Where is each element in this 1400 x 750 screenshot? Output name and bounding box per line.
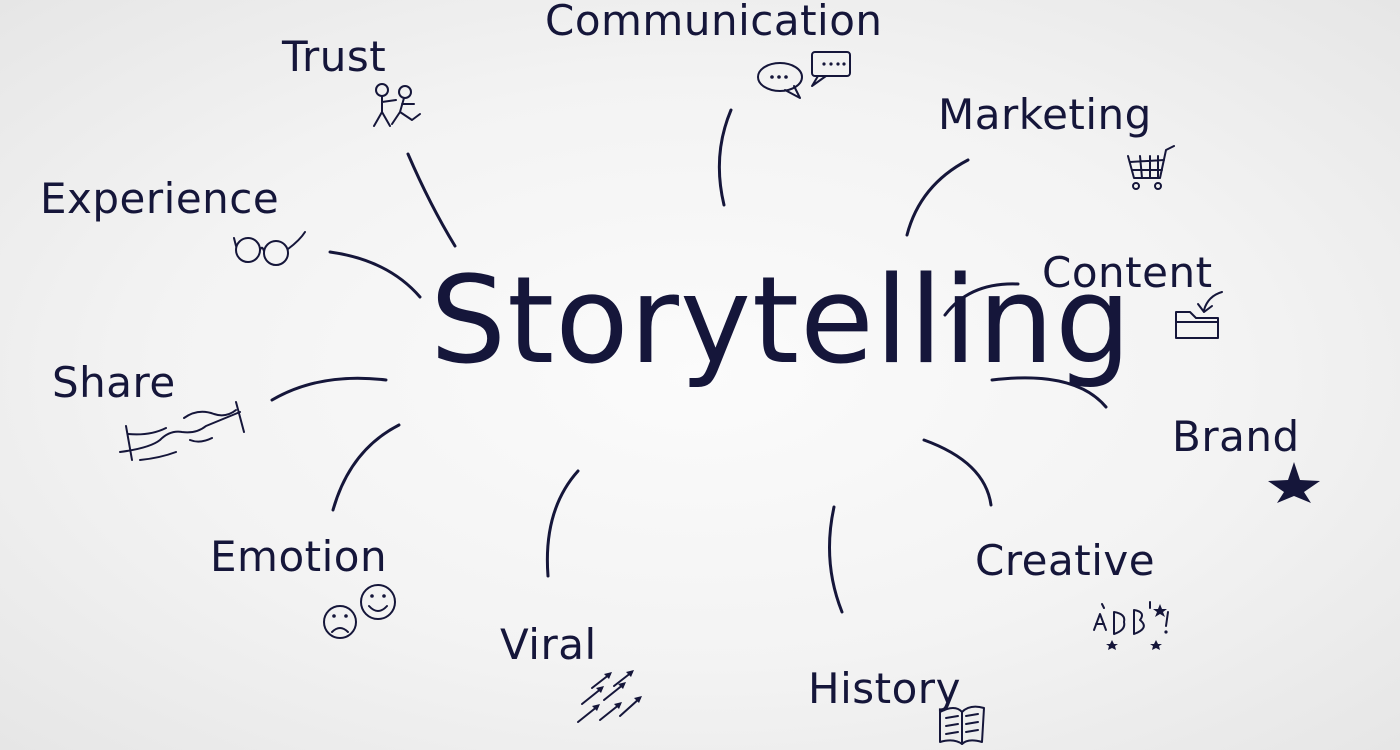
connector-experience bbox=[328, 250, 422, 299]
connector-share bbox=[270, 376, 388, 402]
node-brand: Brand bbox=[1172, 412, 1300, 461]
arrows-icon bbox=[577, 670, 642, 723]
connector-communication bbox=[717, 108, 733, 207]
doodle-icon bbox=[1093, 601, 1169, 650]
connector-emotion bbox=[331, 423, 401, 512]
connector-content bbox=[943, 282, 1020, 317]
book-icon bbox=[939, 705, 985, 745]
handshake-icon bbox=[119, 401, 245, 461]
node-marketing: Marketing bbox=[938, 90, 1152, 139]
node-creative: Creative bbox=[975, 536, 1156, 585]
speech-bubbles-icon bbox=[757, 51, 851, 99]
node-history: History bbox=[808, 664, 961, 713]
star-icon bbox=[1268, 462, 1320, 503]
connector-trust bbox=[406, 152, 457, 248]
node-emotion: Emotion bbox=[210, 532, 388, 581]
connector-marketing bbox=[905, 158, 970, 237]
connector-brand bbox=[990, 376, 1108, 409]
connector-creative bbox=[922, 438, 993, 507]
center-topic: Storytelling bbox=[430, 252, 1133, 391]
node-viral: Viral bbox=[500, 620, 597, 669]
node-content: Content bbox=[1042, 248, 1213, 297]
folder-download-icon bbox=[1175, 291, 1223, 339]
node-share: Share bbox=[52, 358, 176, 407]
faces-icon bbox=[323, 584, 396, 639]
node-experience: Experience bbox=[40, 174, 280, 223]
shopping-cart-icon bbox=[1127, 145, 1175, 190]
connector-history bbox=[828, 505, 844, 614]
stick-figures-icon bbox=[373, 83, 421, 127]
node-trust: Trust bbox=[282, 32, 387, 81]
connector-viral bbox=[545, 469, 580, 578]
glasses-icon bbox=[233, 231, 306, 266]
node-communication: Communication bbox=[545, 0, 883, 45]
